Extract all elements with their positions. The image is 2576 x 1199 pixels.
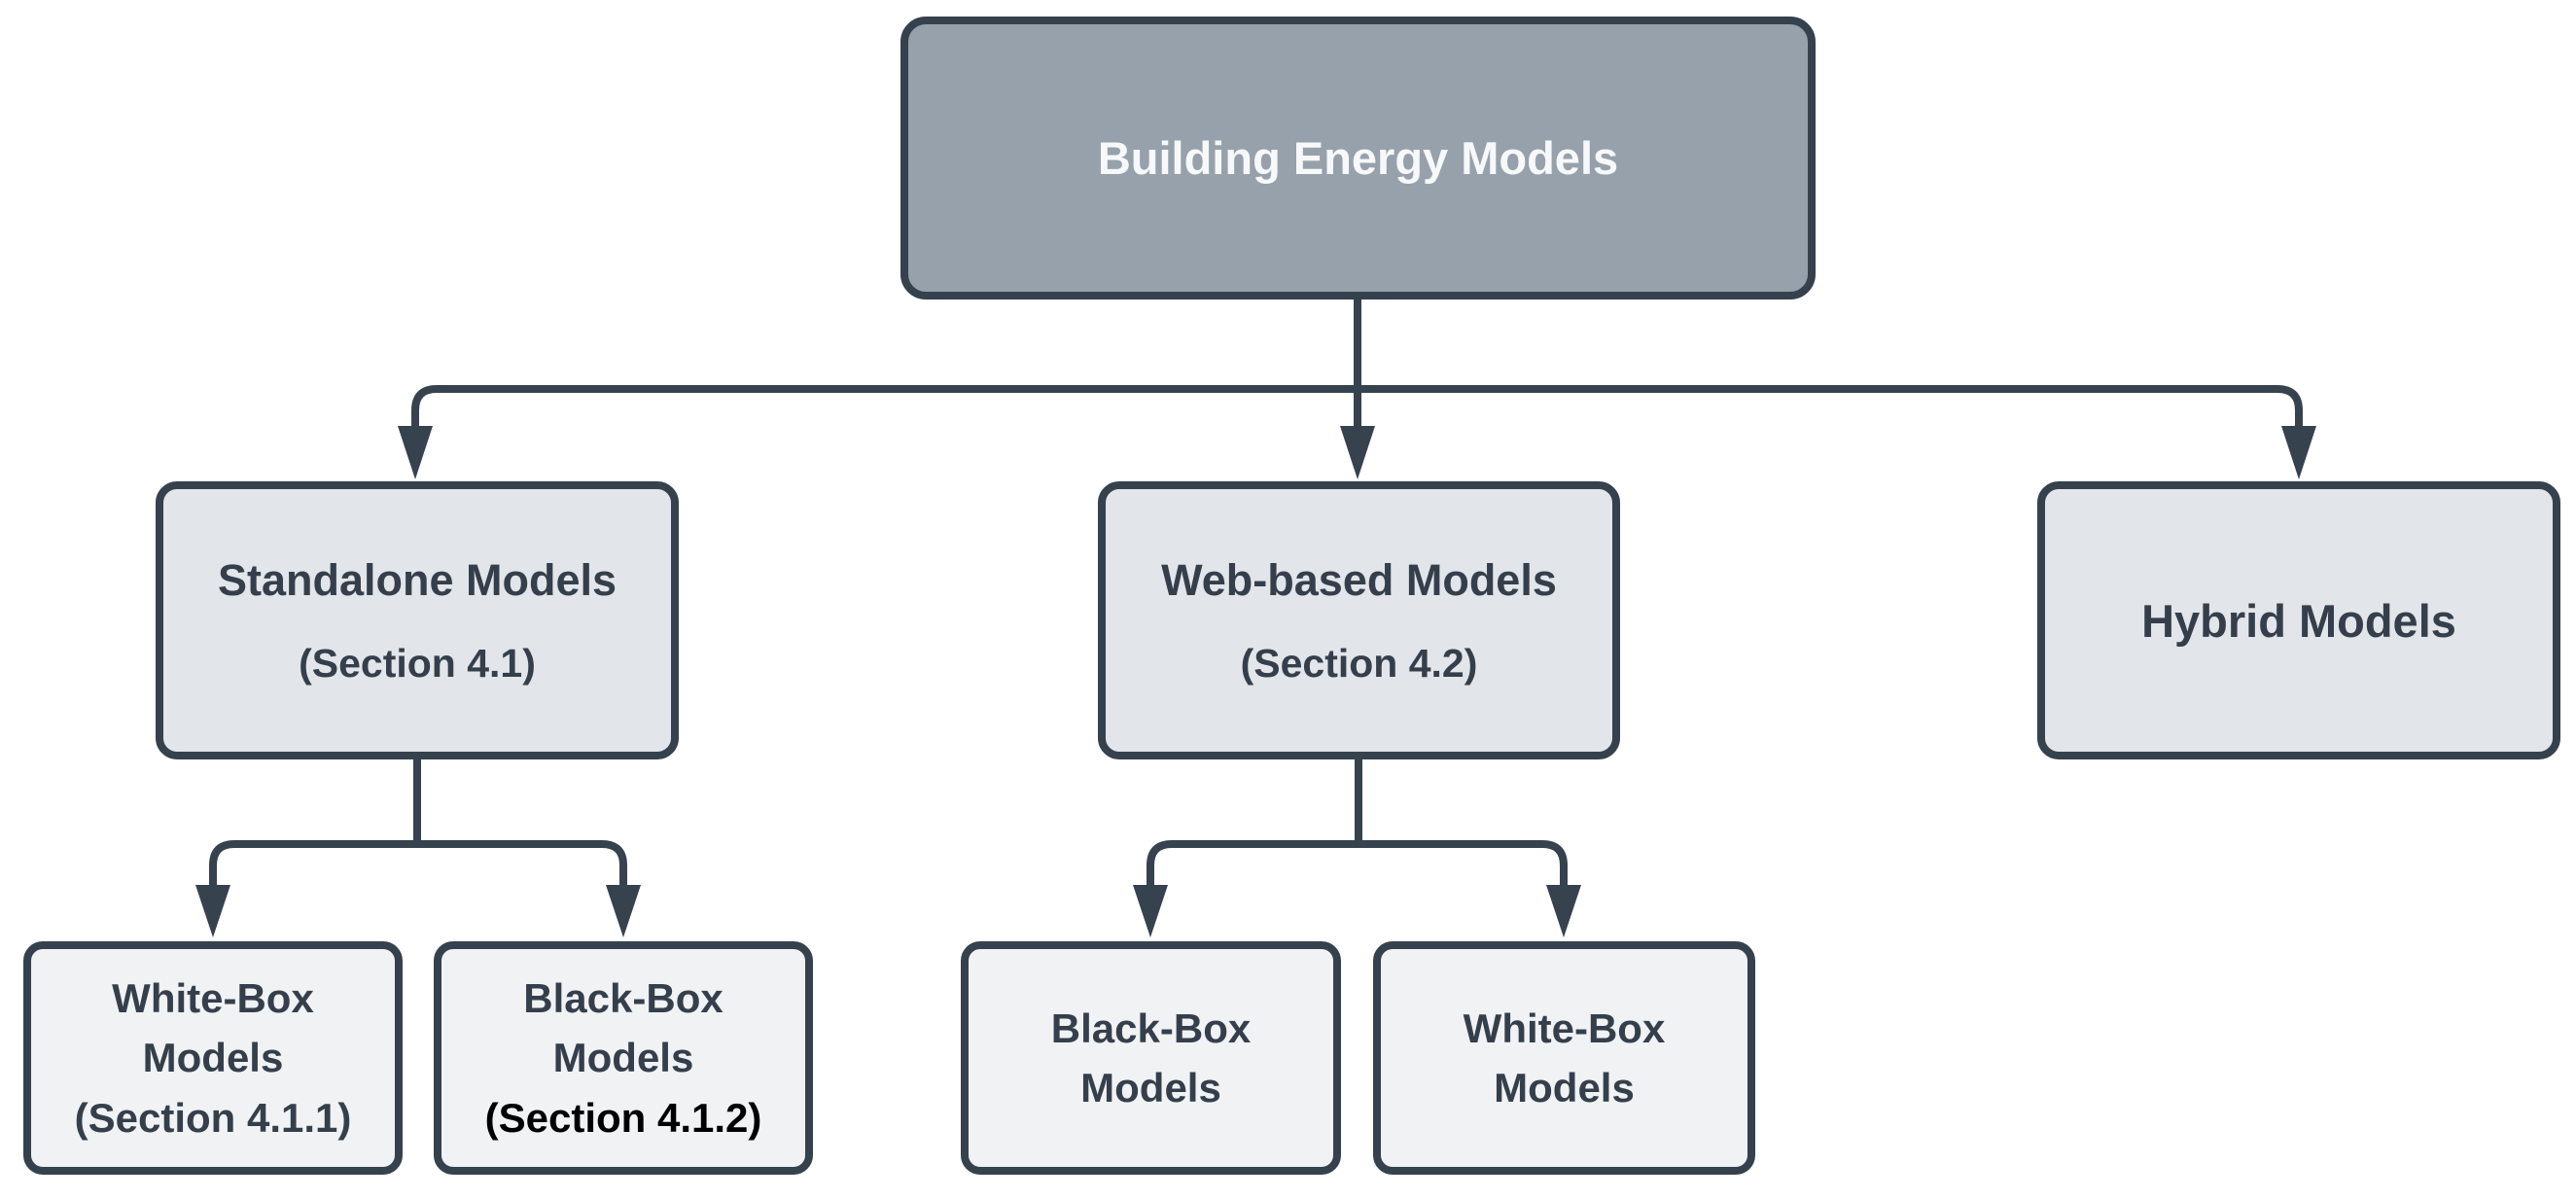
edge-webbased-whitebox [1355, 840, 1568, 891]
edge-standalone-blackbox [413, 840, 627, 891]
node-web-based-models: Web-based Models (Section 4.2) [1098, 481, 1620, 759]
node-line: Models [1494, 1065, 1635, 1111]
arrowhead-standalone-whitebox [195, 885, 230, 937]
node-sublabel: (Section 4.1.1) [74, 1094, 352, 1141]
arrowhead-webbased-blackbox [1133, 885, 1168, 937]
node-sublabel: (Section 4.2) [1240, 640, 1478, 686]
edge-standalone-children [195, 752, 641, 937]
node-line: White-Box [112, 975, 314, 1022]
edge-root-children [398, 292, 2316, 479]
node-building-energy-models: Building Energy Models [900, 17, 1816, 300]
edge-webbased-blackbox [1147, 840, 1362, 891]
node-line: Models [552, 1035, 694, 1081]
node-line: Black-Box [523, 975, 723, 1022]
node-sublabel: (Section 4.1.2) [484, 1094, 762, 1141]
edge-root-standalone [411, 385, 1361, 432]
node-label: Hybrid Models [2141, 594, 2456, 647]
edge-webbased-children [1133, 752, 1581, 937]
node-label: Building Energy Models [1097, 132, 1619, 184]
node-standalone-black-box-models: Black-Box Models (Section 4.1.2) [434, 941, 813, 1175]
node-standalone-white-box-models: White-Box Models (Section 4.1.1) [23, 941, 403, 1175]
node-line: Models [1080, 1065, 1221, 1111]
node-hybrid-models: Hybrid Models [2037, 481, 2560, 759]
node-sublabel: (Section 4.1) [299, 640, 536, 686]
arrowhead-webbased [1340, 426, 1375, 479]
arrowhead-webbased-whitebox [1546, 885, 1581, 937]
node-web-black-box-models: Black-Box Models [961, 941, 1341, 1175]
node-line: Black-Box [1050, 1005, 1252, 1051]
node-label: Standalone Models [217, 554, 618, 605]
node-standalone-models: Standalone Models (Section 4.1) [156, 481, 679, 759]
node-web-white-box-models: White-Box Models [1373, 941, 1755, 1175]
node-line: White-Box [1463, 1005, 1666, 1051]
arrowhead-hybrid [2281, 426, 2316, 479]
arrowhead-standalone-blackbox [606, 885, 641, 937]
arrowhead-standalone [398, 426, 433, 479]
node-line: Models [142, 1035, 284, 1081]
edge-standalone-whitebox [209, 840, 421, 891]
node-label: Web-based Models [1161, 554, 1557, 605]
edge-root-hybrid [1354, 385, 2303, 432]
